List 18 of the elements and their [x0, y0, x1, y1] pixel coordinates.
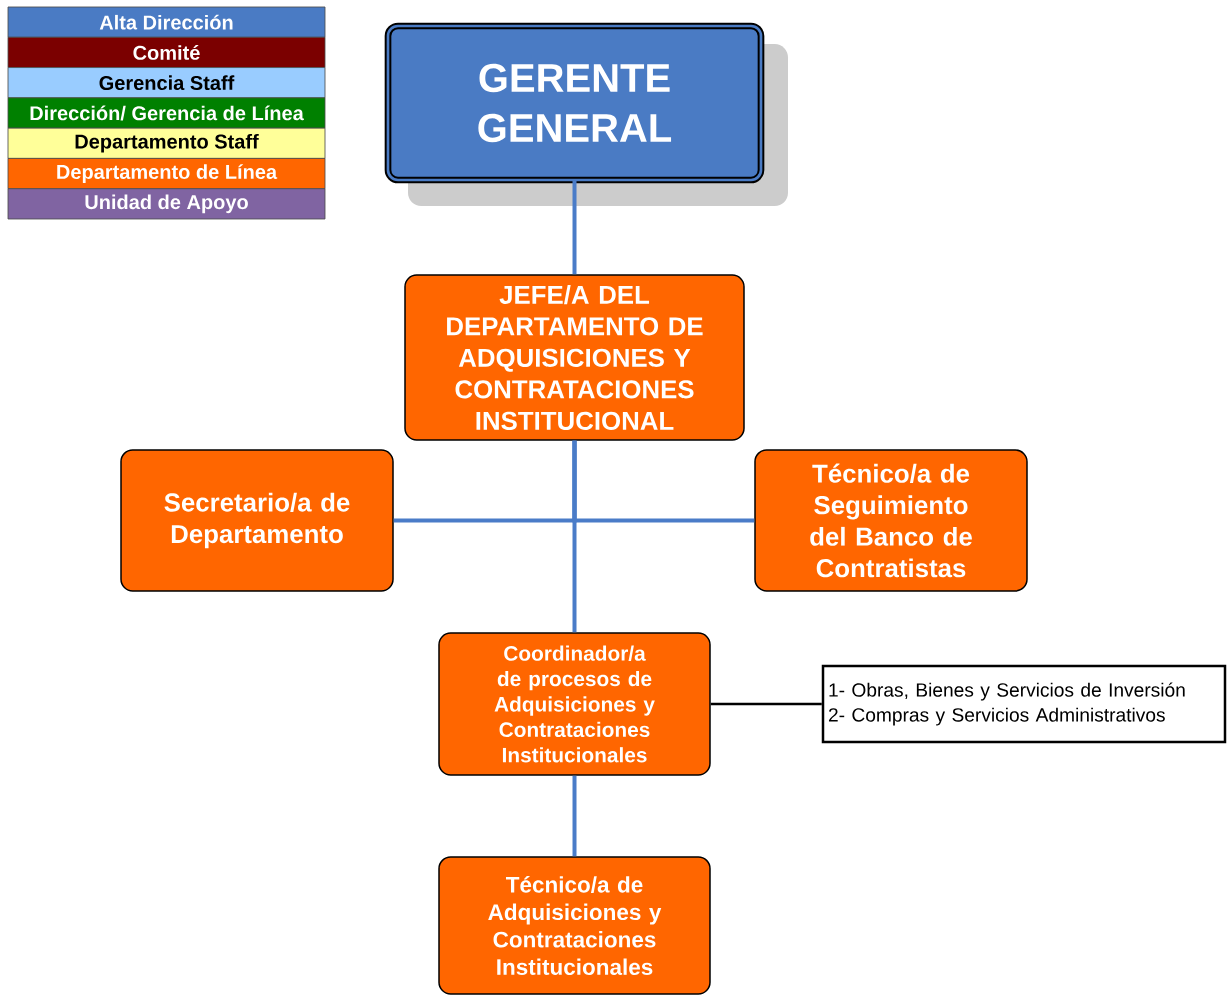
- legend-item: Alta Dirección: [7, 6, 326, 38]
- legend-item: Comité: [7, 36, 326, 68]
- position-box: Técnico/a de Adquisiciones y Contrataciones Institucionales: [438, 856, 711, 995]
- legend-item: Dirección/ Gerencia de Línea: [7, 97, 326, 129]
- connector-line: [572, 775, 577, 857]
- legend-item: Gerencia Staff: [7, 67, 326, 99]
- connector-line: [572, 440, 577, 633]
- position-box: JEFE/A DEL DEPARTAMENTO DE ADQUISICIONES Y CONTRATACIONES INSTITUCIONAL: [404, 274, 745, 441]
- note-box: 1- Obras, Bienes y Servicios de Inversión 2- Compras y Servicios Administrativos: [821, 664, 1227, 744]
- position-box: Coordinador/a de procesos de Adquisiciones y Contrataciones Institucionales: [438, 632, 711, 776]
- position-box: Secretario/a de Departamento: [120, 449, 394, 592]
- legend-item: Departamento Staff: [7, 127, 326, 159]
- connector-line: [572, 181, 577, 275]
- legend-item: Departamento de Línea: [7, 158, 326, 190]
- connector-line: [710, 702, 822, 706]
- manager-box: GERENTE GENERAL: [384, 22, 788, 206]
- legend-item: Unidad de Apoyo: [7, 188, 326, 220]
- position-box: Técnico/a de Seguimiento del Banco de Contratistas: [754, 449, 1028, 592]
